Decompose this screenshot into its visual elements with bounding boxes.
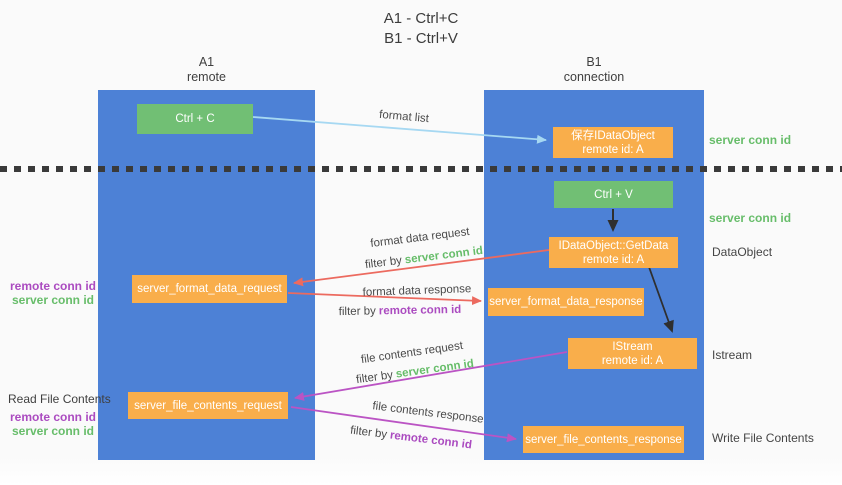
ctrl-c-label: Ctrl + C [175,113,215,125]
lane-b1-title: B1 [586,55,602,69]
server-file-contents-request-box: server_file_contents_request [128,392,288,419]
istream-side-label: Istream [712,348,753,362]
ctrl-v-label: Ctrl + V [594,188,633,201]
server-file-contents-request-label: server_file_contents_request [134,399,282,412]
lane-a1-subtitle: remote [187,70,226,84]
getdata-box: IDataObject::GetData remote id: A [549,237,678,268]
server-file-contents-response-label: server_file_contents_response [525,433,682,446]
filter-by-text: filter by [338,305,376,319]
diagram-title: A1 - Ctrl+C B1 - Ctrl+V [0,9,842,49]
dataobject-label: DataObject [712,245,773,259]
server-file-contents-response-box: server_file_contents_response [523,426,684,453]
remote-conn-id-text: remote conn id [378,303,462,318]
machine-boundary-dotted-line [0,166,842,172]
server-conn-id-label-mid: server conn id [709,211,792,225]
title-line-1: A1 - Ctrl+C [383,10,459,27]
remote-conn-id-label-bottom: remote conn id [10,410,97,424]
lane-header-b1: B1 connection [484,55,704,85]
lane-a1-title: A1 [198,55,215,69]
filter-by-text: filter by [355,369,394,387]
save-dataobject-line1: 保存IDataObject [571,129,655,142]
title-line-2: B1 - Ctrl+V [384,30,458,47]
server-conn-id-label-left-bottom: server conn id [11,424,94,438]
filter-by-text: filter by [349,424,388,442]
lane-header-a1: A1 remote [98,55,315,85]
ctrl-v-box: Ctrl + V [554,181,673,208]
remote-conn-id-label-top: remote conn id [10,279,97,293]
format-list-flow-label: format list [378,108,430,126]
server-format-data-request-box: server_format_data_request [132,275,287,303]
server-conn-id-text: server conn id [395,357,475,381]
istream-line1: IStream [612,340,653,353]
istream-box: IStream remote id: A [568,338,697,369]
getdata-line1: IDataObject::GetData [558,239,669,252]
filter-by-text: filter by [364,254,403,272]
write-file-contents-label: Write File Contents [712,431,814,445]
server-conn-id-label-top: server conn id [709,133,792,147]
server-format-data-response-label: server_format_data_response [489,296,643,308]
remote-conn-id-text: remote conn id [389,429,473,452]
save-dataobject-box: 保存IDataObject remote id: A [553,127,673,158]
ctrl-c-box: Ctrl + C [137,104,253,134]
left-conn-id-pair-bottom: remote conn id server conn id [10,410,97,438]
format-data-response-flow-label: format data response [362,283,472,299]
server-format-data-response-box: server_format_data_response [488,288,644,316]
left-conn-id-pair-top: remote conn id server conn id [10,279,97,307]
lane-b1-subtitle: connection [563,70,625,84]
save-dataobject-line2: remote id: A [582,143,644,156]
getdata-line2: remote id: A [582,253,645,266]
server-conn-id-label-left-top: server conn id [11,293,94,307]
server-format-data-request-label: server_format_data_request [137,283,282,295]
istream-line2: remote id: A [601,354,664,367]
format-data-request-flow-label: format data request [369,225,471,251]
server-conn-id-text: server conn id [404,244,484,267]
file-contents-response-flow-label: file contents response [371,400,485,426]
read-file-contents-label: Read File Contents [8,392,111,406]
